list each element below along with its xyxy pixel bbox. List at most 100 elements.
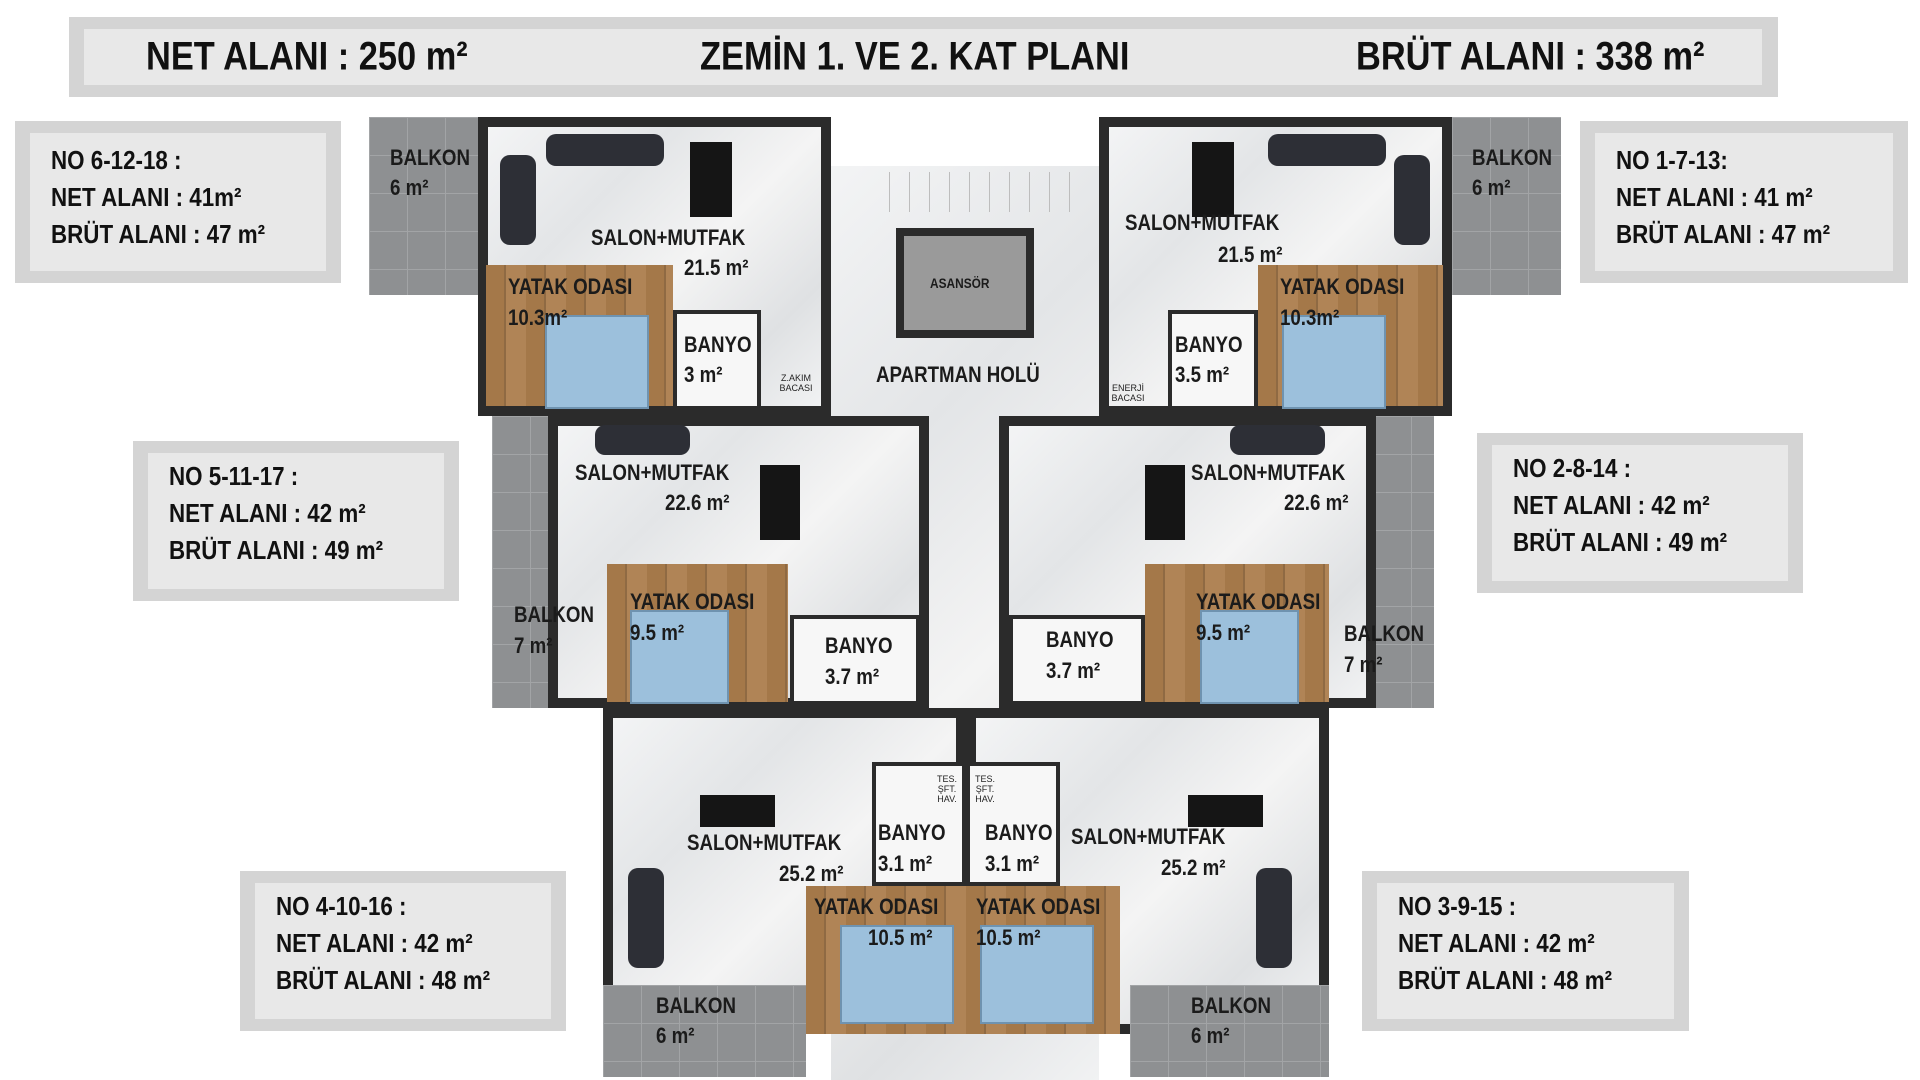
sofa bbox=[1268, 134, 1386, 166]
bathroom bbox=[1168, 310, 1258, 410]
unit-net-area: NET ALANI : 42 m² bbox=[169, 498, 366, 528]
unit-gross-area: BRÜT ALANI : 49 m² bbox=[1513, 527, 1728, 557]
unit-net-area: NET ALANI : 42 m² bbox=[276, 928, 473, 958]
bed bbox=[1282, 315, 1386, 409]
room-area: 3.1 m² bbox=[878, 851, 933, 876]
unit-gross-area: BRÜT ALANI : 49 m² bbox=[169, 535, 384, 565]
room-label: BALKON bbox=[656, 993, 736, 1018]
room-area: 6 m² bbox=[1472, 175, 1511, 200]
unit-info-6-12-18: NO 6-12-18 : NET ALANI : 41m² BRÜT ALANI… bbox=[15, 121, 341, 283]
room-area: 10.3m² bbox=[508, 305, 568, 330]
room-area: 3.7 m² bbox=[1046, 658, 1101, 683]
room-label: BALKON bbox=[1191, 993, 1271, 1018]
room-area: 9.5 m² bbox=[630, 620, 685, 645]
room-area: 10.5 m² bbox=[868, 925, 933, 950]
room-area: 7 m² bbox=[1344, 652, 1383, 677]
unit-number: NO 5-11-17 : bbox=[169, 461, 299, 491]
shaft-label: TES. ŞFT. HAV. bbox=[936, 774, 957, 804]
shaft-label: ENERJİ BACASI bbox=[1111, 383, 1145, 403]
stairs bbox=[870, 172, 1070, 212]
unit-info-1-7-13: NO 1-7-13: NET ALANI : 41 m² BRÜT ALANI … bbox=[1580, 121, 1908, 283]
room-area: 6 m² bbox=[390, 175, 429, 200]
room-label: YATAK ODASI bbox=[508, 274, 633, 299]
unit-info-2-8-14: NO 2-8-14 : NET ALANI : 42 m² BRÜT ALANI… bbox=[1477, 433, 1803, 593]
dining-table bbox=[700, 795, 775, 827]
sofa bbox=[1394, 155, 1430, 245]
room-label: SALON+MUTFAK bbox=[591, 225, 746, 250]
unit-number: NO 4-10-16 : bbox=[276, 891, 407, 921]
bed bbox=[545, 315, 649, 409]
bathroom bbox=[872, 762, 966, 886]
room-area: 21.5 m² bbox=[684, 255, 749, 280]
sofa bbox=[595, 425, 690, 455]
room-area: 22.6 m² bbox=[1284, 490, 1349, 515]
bed bbox=[1200, 610, 1299, 704]
unit-net-area: NET ALANI : 41m² bbox=[51, 182, 242, 212]
room-label: BALKON bbox=[514, 602, 594, 627]
room-area: 10.5 m² bbox=[976, 925, 1041, 950]
sofa bbox=[1256, 868, 1292, 968]
room-label: SALON+MUTFAK bbox=[1191, 460, 1346, 485]
room-label: YATAK ODASI bbox=[976, 894, 1101, 919]
balcony bbox=[603, 985, 806, 1077]
unit-info-5-11-17: NO 5-11-17 : NET ALANI : 42 m² BRÜT ALAN… bbox=[133, 441, 459, 601]
bathroom bbox=[790, 615, 920, 705]
bathroom bbox=[1009, 615, 1145, 705]
unit-gross-area: BRÜT ALANI : 47 m² bbox=[1616, 219, 1831, 249]
room-label: BANYO bbox=[1175, 332, 1243, 357]
unit-number: NO 1-7-13: bbox=[1616, 145, 1728, 175]
title-banner-inner bbox=[84, 29, 1762, 85]
room-label: YATAK ODASI bbox=[1196, 589, 1321, 614]
shaft-label: Z.AKIM BACASI bbox=[779, 373, 813, 393]
unit-net-area: NET ALANI : 42 m² bbox=[1513, 490, 1710, 520]
room-area: 22.6 m² bbox=[665, 490, 730, 515]
unit-number: NO 6-12-18 : bbox=[51, 145, 182, 175]
bed bbox=[840, 925, 954, 1024]
unit-number: NO 3-9-15 : bbox=[1398, 891, 1517, 921]
room-label: BALKON bbox=[390, 145, 470, 170]
room-area: 3.1 m² bbox=[985, 851, 1040, 876]
room-area: 3.5 m² bbox=[1175, 362, 1230, 387]
room-area: 25.2 m² bbox=[779, 861, 844, 886]
sofa bbox=[500, 155, 536, 245]
room-label: BANYO bbox=[684, 332, 752, 357]
room-area: 10.3m² bbox=[1280, 305, 1340, 330]
room-label: BANYO bbox=[825, 633, 893, 658]
balcony bbox=[1130, 985, 1329, 1077]
sofa bbox=[546, 134, 664, 166]
room-area: 3.7 m² bbox=[825, 664, 880, 689]
dining-table bbox=[760, 465, 800, 540]
room-label: SALON+MUTFAK bbox=[687, 830, 842, 855]
dining-table bbox=[690, 142, 732, 217]
hall-label: APARTMAN HOLÜ bbox=[876, 362, 1040, 387]
bathroom bbox=[966, 762, 1060, 886]
room-area: 6 m² bbox=[656, 1023, 695, 1048]
room-area: 6 m² bbox=[1191, 1023, 1230, 1048]
balcony bbox=[369, 117, 478, 295]
room-area: 7 m² bbox=[514, 633, 553, 658]
room-label: BALKON bbox=[1472, 145, 1552, 170]
bathroom bbox=[673, 310, 761, 410]
room-area: 25.2 m² bbox=[1161, 855, 1226, 880]
dining-table bbox=[1145, 465, 1185, 540]
room-label: YATAK ODASI bbox=[814, 894, 939, 919]
unit-net-area: NET ALANI : 41 m² bbox=[1616, 182, 1813, 212]
bed bbox=[980, 925, 1094, 1024]
room-label: BANYO bbox=[1046, 627, 1114, 652]
unit-info-4-10-16: NO 4-10-16 : NET ALANI : 42 m² BRÜT ALAN… bbox=[240, 871, 566, 1031]
room-label: SALON+MUTFAK bbox=[1125, 210, 1280, 235]
unit-gross-area: BRÜT ALANI : 48 m² bbox=[1398, 965, 1613, 995]
unit-gross-area: BRÜT ALANI : 47 m² bbox=[51, 219, 266, 249]
total-net-area: NET ALANI : 250 m² bbox=[146, 34, 468, 79]
room-label: YATAK ODASI bbox=[1280, 274, 1405, 299]
room-label: BALKON bbox=[1344, 621, 1424, 646]
bed bbox=[630, 610, 729, 704]
unit-net-area: NET ALANI : 42 m² bbox=[1398, 928, 1595, 958]
elevator-label: ASANSÖR bbox=[930, 275, 990, 291]
dining-table bbox=[1188, 795, 1263, 827]
sofa bbox=[628, 868, 664, 968]
unit-info-3-9-15: NO 3-9-15 : NET ALANI : 42 m² BRÜT ALANI… bbox=[1362, 871, 1689, 1031]
elevator bbox=[896, 228, 1034, 338]
room-label: SALON+MUTFAK bbox=[575, 460, 730, 485]
room-area: 3 m² bbox=[684, 362, 723, 387]
